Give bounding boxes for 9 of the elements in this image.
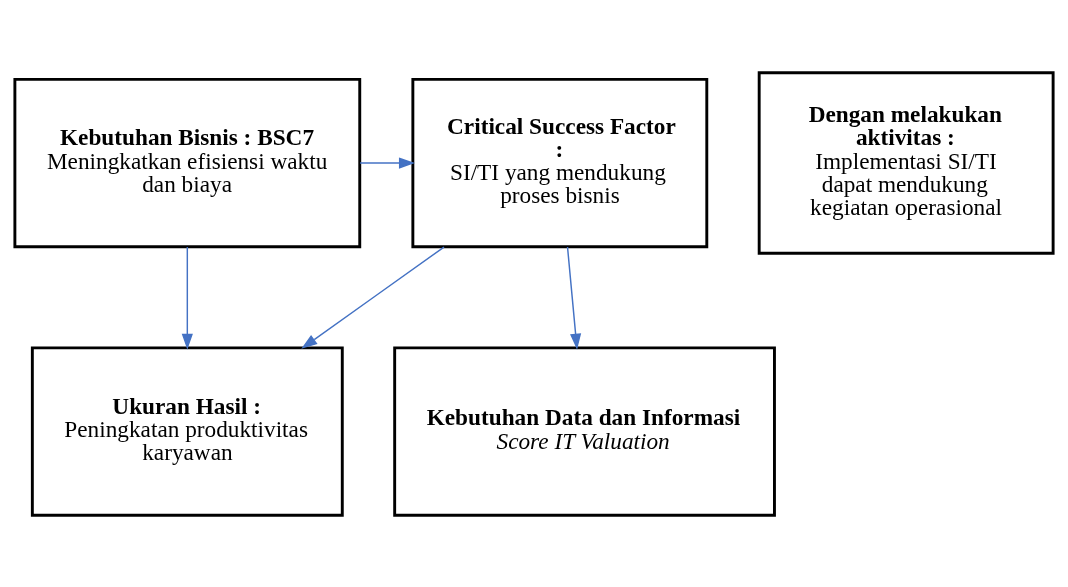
node-box: Kebutuhan Data dan Informasi Score IT Valuation [393, 345, 776, 517]
node-box: Kebutuhan Bisnis : BSC7 Meningkatkan efisiensi waktu dan biaya [13, 77, 362, 248]
arrow [181, 245, 193, 350]
node-box: Dengan melakukan aktivitas : Implementasi SI/TI dapat mendukung kegiatan operasional [757, 70, 1055, 255]
arrow [301, 245, 445, 349]
arrow [359, 156, 415, 169]
node-box: Critical Success Factor : SI/TI yang mendukung proses bisnis [411, 77, 709, 248]
node-box: Ukuran Hasil : Peningkatan produktivitas karyawan [30, 345, 344, 517]
arrow [566, 245, 582, 350]
